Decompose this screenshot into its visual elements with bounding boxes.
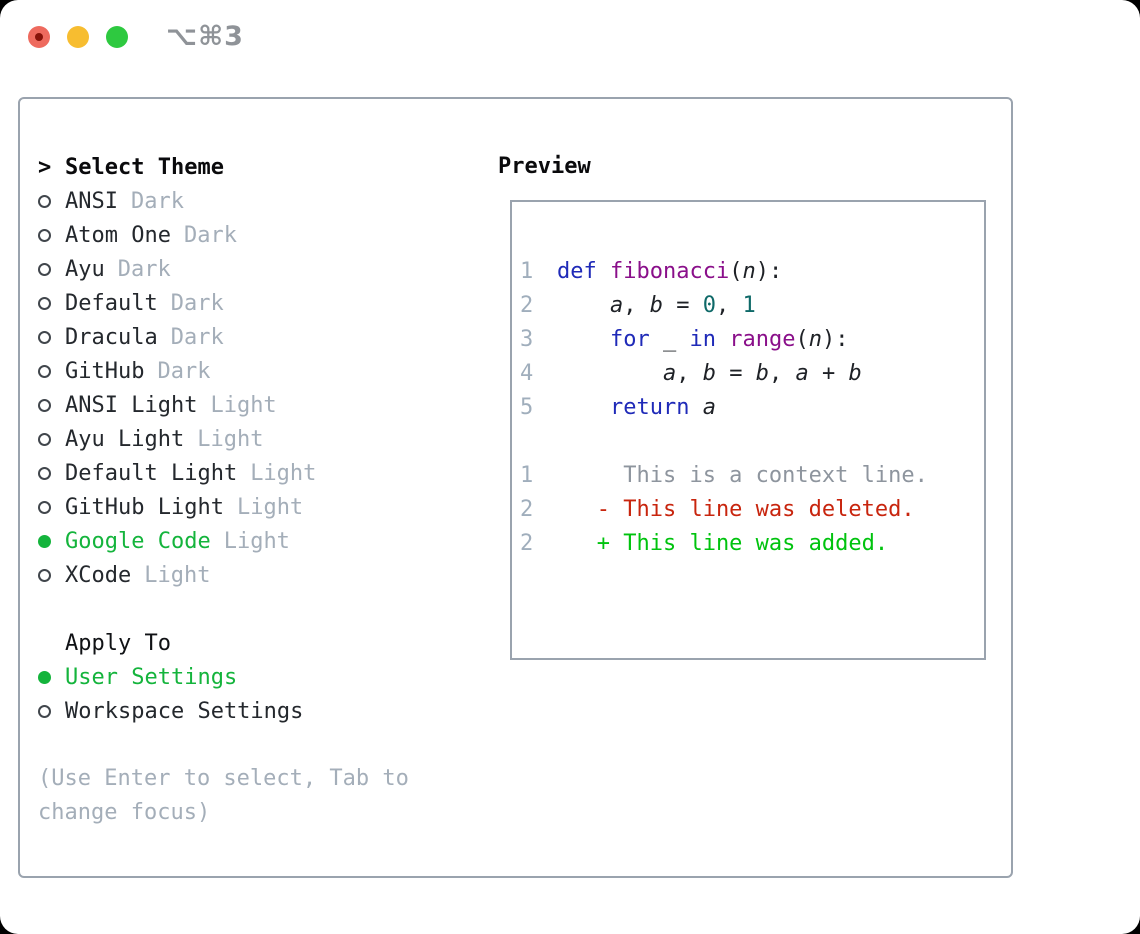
theme-option-ansi-light-light[interactable]: ANSI Light Light	[38, 388, 450, 422]
radio-selected-icon	[38, 670, 51, 684]
theme-option-ayu-dark[interactable]: Ayu Dark	[38, 252, 450, 286]
theme-variant: Dark	[170, 290, 224, 316]
theme-name: ANSI	[65, 188, 118, 214]
diff-text: - This line was deleted.	[557, 497, 915, 522]
radio-icon	[38, 398, 51, 412]
theme-variant: Dark	[183, 222, 237, 248]
radio-icon	[38, 330, 51, 344]
theme-option-xcode-light[interactable]: XCode Light	[38, 558, 450, 592]
theme-option-dracula-dark[interactable]: Dracula Dark	[38, 320, 450, 354]
theme-option-ayu-light-light[interactable]: Ayu Light Light	[38, 422, 450, 456]
radio-icon	[38, 364, 51, 378]
theme-option-google-code-light[interactable]: Google Code Light	[38, 524, 450, 558]
theme-name: GitHub Light	[65, 494, 224, 520]
line-number: 2	[520, 497, 534, 522]
radio-icon	[38, 296, 51, 310]
theme-name: ANSI Light	[65, 392, 198, 418]
code-text: for _ in range(n):	[609, 327, 849, 352]
theme-name: Atom One	[65, 222, 171, 248]
code-line: 2 a, b = 0, 1	[512, 289, 984, 323]
radio-icon	[38, 500, 51, 514]
theme-option-default-dark[interactable]: Default Dark	[38, 286, 450, 320]
code-line: 3 for _ in range(n):	[512, 323, 984, 357]
line-number: 4	[520, 361, 534, 386]
theme-name: Ayu	[65, 256, 105, 282]
diff-text: This is a context line.	[557, 463, 928, 488]
theme-option-default-light-light[interactable]: Default Light Light	[38, 456, 450, 490]
theme-option-ansi-dark[interactable]: ANSI Dark	[38, 184, 450, 218]
radio-icon	[38, 228, 51, 242]
diff-preview: 1 This is a context line.2 - This line w…	[512, 459, 984, 561]
code-text: a, b = 0, 1	[609, 293, 756, 318]
zoom-button[interactable]	[106, 26, 128, 48]
radio-icon	[38, 466, 51, 480]
apply-option-name: Workspace Settings	[65, 698, 304, 724]
select-theme-title: Select Theme	[65, 154, 224, 180]
radio-selected-icon	[38, 534, 51, 548]
apply-to-title-row: Apply To	[38, 626, 450, 660]
theme-name: Ayu Light	[65, 426, 185, 452]
code-line: 4 a, b = b, a + b	[512, 357, 984, 391]
line-number: 1	[520, 463, 534, 488]
radio-icon	[38, 704, 51, 718]
minimize-button[interactable]	[67, 26, 89, 48]
apply-option-user-settings[interactable]: User Settings	[38, 660, 450, 694]
theme-variant: Dark	[170, 324, 224, 350]
theme-variant: Dark	[117, 256, 171, 282]
theme-option-atom-one-dark[interactable]: Atom One Dark	[38, 218, 450, 252]
theme-variant: Light	[197, 426, 264, 452]
theme-name: Dracula	[65, 324, 158, 350]
diff-line-deleted: 2 - This line was deleted.	[512, 493, 984, 527]
theme-variant: Light	[250, 460, 317, 486]
theme-variant: Dark	[157, 358, 211, 384]
code-line: 5 return a	[512, 391, 984, 425]
theme-variant: Dark	[130, 188, 184, 214]
radio-icon	[38, 194, 51, 208]
radio-icon	[38, 262, 51, 276]
theme-option-github-dark[interactable]: GitHub Dark	[38, 354, 450, 388]
apply-option-workspace-settings[interactable]: Workspace Settings	[38, 694, 450, 728]
help-text: (Use Enter to select, Tab to change focu…	[38, 766, 409, 825]
line-number: 3	[520, 327, 534, 352]
theme-option-github-light-light[interactable]: GitHub Light Light	[38, 490, 450, 524]
code-line: 1 def fibonacci(n):	[512, 255, 984, 289]
theme-name: GitHub	[65, 358, 145, 384]
radio-icon	[38, 568, 51, 582]
code-text: a, b = b, a + b	[662, 361, 862, 386]
radio-icon	[38, 432, 51, 446]
theme-name: Default	[65, 290, 158, 316]
line-number: 5	[520, 395, 534, 420]
code-text: return a	[609, 395, 716, 420]
theme-variant: Light	[210, 392, 277, 418]
theme-variant: Light	[236, 494, 304, 520]
cursor-icon: >	[38, 154, 52, 180]
apply-to-title: Apply To	[65, 630, 171, 656]
line-number: 2	[520, 531, 534, 556]
theme-name: Default Light	[65, 460, 238, 486]
close-button[interactable]	[28, 26, 50, 48]
diff-line-context: 1 This is a context line.	[512, 459, 984, 493]
line-number: 1	[520, 259, 534, 284]
preview-title: Preview	[498, 154, 591, 179]
select-theme-title-row: > Select Theme	[38, 150, 450, 184]
theme-name: XCode	[65, 562, 132, 588]
code-text: def fibonacci(n):	[557, 259, 783, 284]
diff-line-added: 2 + This line was added.	[512, 527, 984, 561]
theme-variant: Light	[144, 562, 211, 588]
theme-name: Google Code	[65, 528, 211, 554]
line-number: 2	[520, 293, 534, 318]
theme-variant: Light	[223, 528, 290, 554]
diff-text: + This line was added.	[557, 531, 889, 556]
apply-option-name: User Settings	[65, 664, 238, 690]
window-shortcut-label: ⌥⌘3	[166, 21, 244, 52]
